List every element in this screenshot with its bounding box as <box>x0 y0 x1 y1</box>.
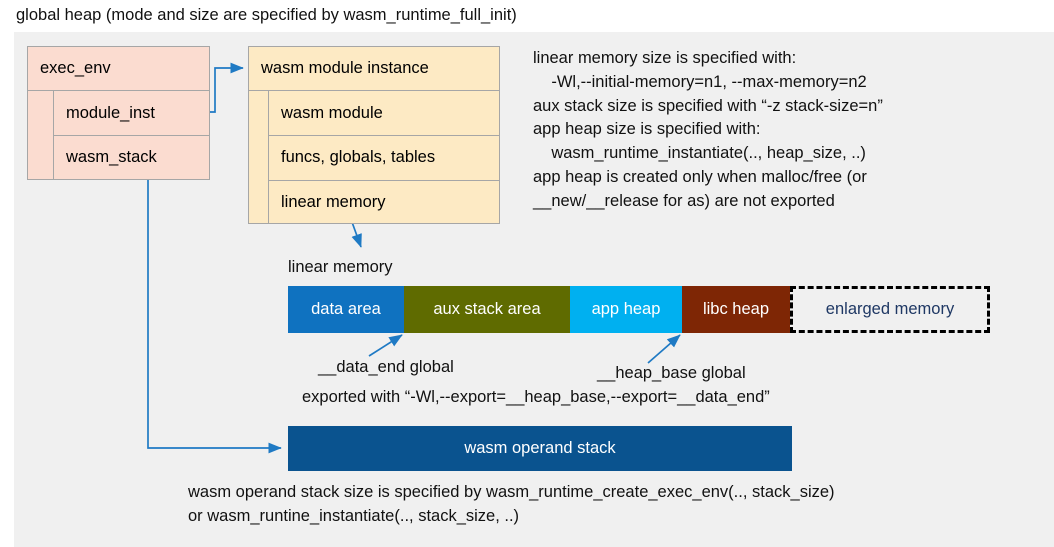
memory-size-note: linear memory size is specified with: -W… <box>533 49 883 210</box>
wasm-module-instance-rows: wasm module funcs, globals, tables linea… <box>269 91 499 224</box>
wasm-module-instance-header: wasm module instance <box>249 47 499 91</box>
segment-data-area: data area <box>288 286 404 333</box>
exec-env-body: module_inst wasm_stack <box>28 91 209 179</box>
linear-memory-bar: data area aux stack area app heap libc h… <box>288 286 990 333</box>
wasm-module-instance-box: wasm module instance wasm module funcs, … <box>248 46 500 224</box>
exec-env-box: exec_env module_inst wasm_stack <box>27 46 210 180</box>
operand-stack-note: wasm operand stack size is specified by … <box>188 483 835 525</box>
annotation-data-end: __data_end global <box>318 358 454 376</box>
exec-env-field-wasm-stack: wasm_stack <box>54 135 209 179</box>
annotation-heap-base: __heap_base global <box>597 364 746 382</box>
page-title: global heap (mode and size are specified… <box>16 6 517 24</box>
annotation-exported: exported with “-Wl,--export=__heap_base,… <box>302 388 770 406</box>
segment-aux-stack-area: aux stack area <box>404 286 570 333</box>
field-linear-memory: linear memory <box>269 179 499 224</box>
wasm-module-instance-body: wasm module funcs, globals, tables linea… <box>249 91 499 224</box>
field-funcs-globals-tables: funcs, globals, tables <box>269 135 499 179</box>
wasm-operand-stack-bar: wasm operand stack <box>288 426 792 471</box>
linear-memory-label: linear memory <box>288 258 393 276</box>
exec-env-header: exec_env <box>28 47 209 91</box>
exec-env-rows: module_inst wasm_stack <box>54 91 209 179</box>
field-wasm-module: wasm module <box>281 103 383 122</box>
exec-env-field-module-inst: module_inst <box>66 103 155 122</box>
segment-libc-heap: libc heap <box>682 286 790 333</box>
exec-env-gutter <box>28 91 54 179</box>
wasm-module-instance-gutter <box>249 91 269 224</box>
segment-enlarged-memory: enlarged memory <box>790 286 990 333</box>
segment-app-heap: app heap <box>570 286 682 333</box>
